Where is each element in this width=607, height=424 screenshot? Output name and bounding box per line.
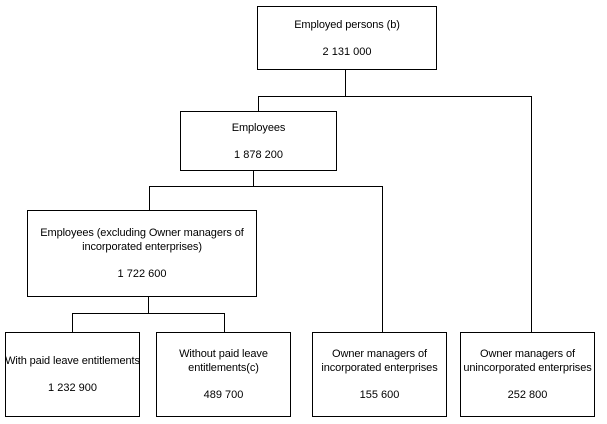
node-label: Employees [231, 121, 286, 134]
node-value: 252 800 [507, 389, 548, 401]
node-value: 489 700 [203, 389, 244, 401]
node-employees: Employees 1 878 200 [180, 111, 337, 171]
connector-line [72, 314, 73, 332]
node-without-paid-leave-entitlements: Without paid leave entitlements(c) 489 7… [156, 332, 291, 417]
connector-line [382, 187, 383, 332]
connector-line [149, 187, 150, 210]
node-label: Without paid leave entitlements(c) [179, 348, 268, 374]
node-label: Owner managers of incorporated enterpris… [321, 348, 438, 374]
connector-line [149, 186, 383, 187]
connector-line [148, 297, 149, 314]
connector-line [531, 97, 532, 332]
node-owner-managers-incorporated: Owner managers of incorporated enterpris… [312, 332, 447, 417]
node-employed-persons: Employed persons (b) 2 131 000 [257, 6, 437, 70]
node-owner-managers-unincorporated: Owner managers of unincorporated enterpr… [460, 332, 595, 417]
node-value: 1 878 200 [234, 148, 283, 161]
connector-line [258, 97, 259, 111]
connector-line [258, 96, 532, 97]
node-value: 1 722 600 [117, 268, 167, 280]
node-label: Owner managers of unincorporated enterpr… [463, 348, 592, 374]
connector-line [345, 70, 346, 97]
connector-line [72, 313, 225, 314]
node-label: Employees (excluding Owner managers of i… [40, 227, 244, 253]
node-value: 1 232 900 [48, 382, 97, 394]
node-label: With paid leave entitlements [5, 355, 140, 367]
connector-line [224, 314, 225, 332]
node-label: Employed persons (b) [294, 18, 400, 31]
node-value: 155 600 [359, 389, 400, 401]
node-with-paid-leave-entitlements: With paid leave entitlements 1 232 900 [5, 332, 140, 417]
node-value: 2 131 000 [322, 45, 372, 58]
node-employees-excluding-owner-managers: Employees (excluding Owner managers of i… [27, 210, 257, 297]
connector-line [253, 171, 254, 187]
